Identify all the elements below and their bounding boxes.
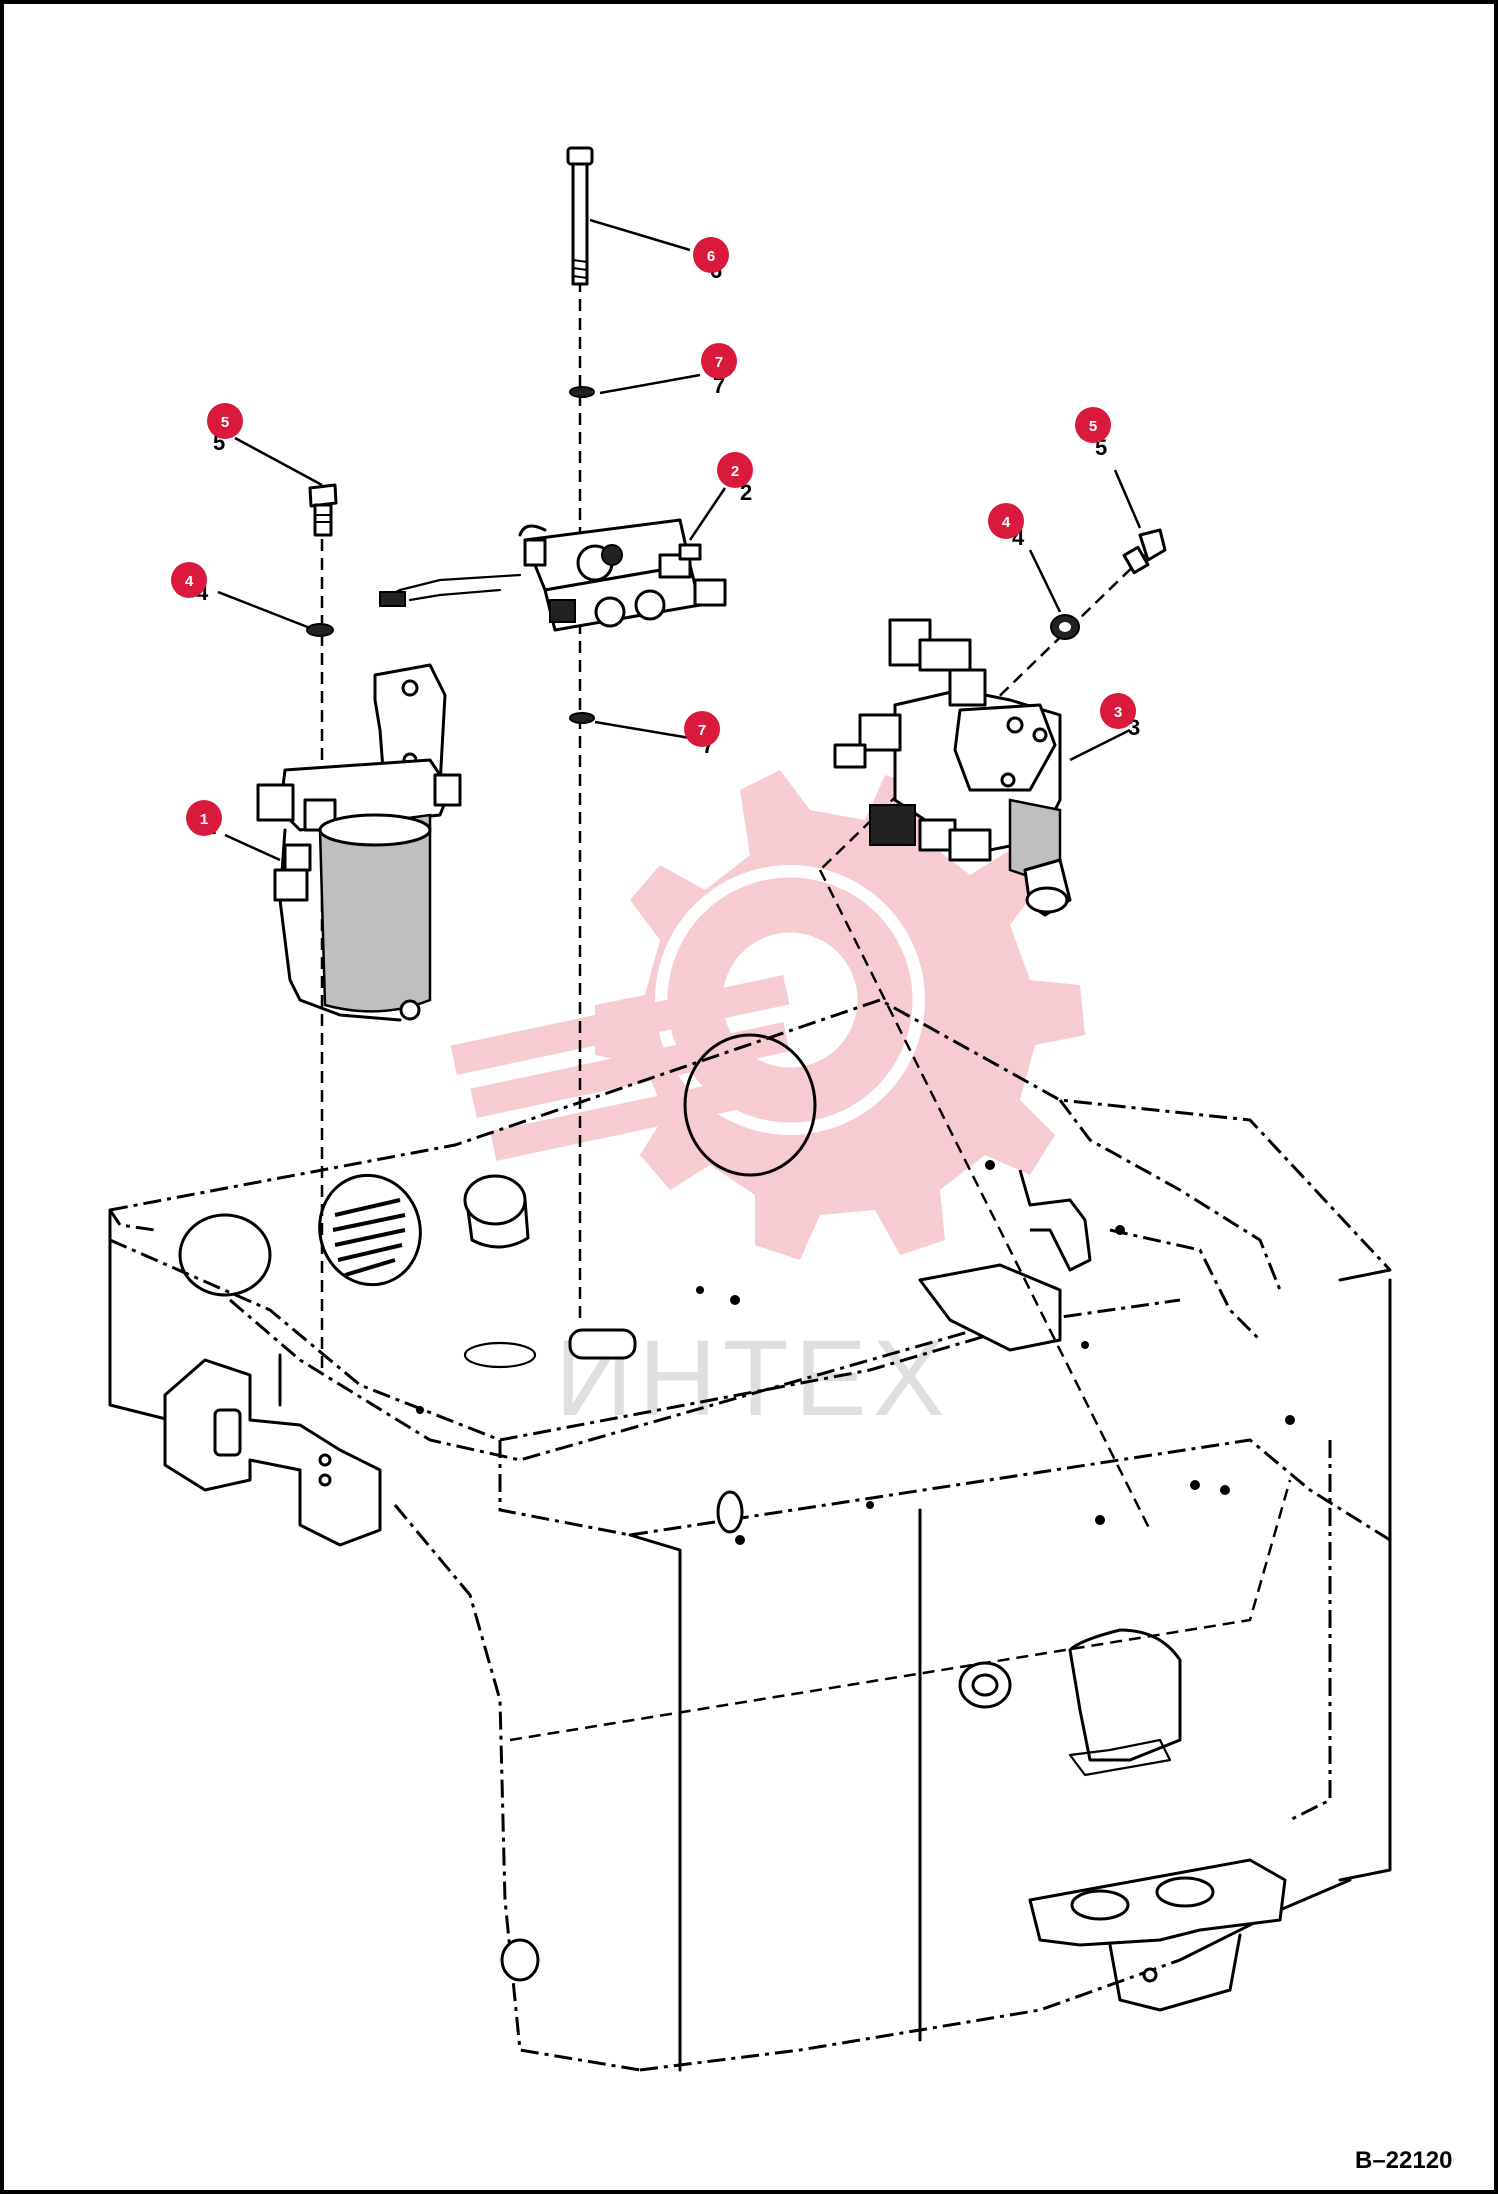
vent-grille xyxy=(318,1173,422,1287)
svg-text:3: 3 xyxy=(1114,704,1122,721)
frame-opening xyxy=(683,1033,817,1177)
bolt-right xyxy=(1122,528,1167,575)
svg-text:4: 4 xyxy=(1002,514,1011,531)
leader-lines xyxy=(217,218,1142,862)
washer-lower xyxy=(569,712,595,724)
left-mount-bracket xyxy=(163,1358,382,1547)
ghost-label: 2 xyxy=(740,480,752,505)
svg-text:6: 6 xyxy=(707,248,715,265)
callout-1[interactable]: 1 xyxy=(186,800,222,836)
svg-text:5: 5 xyxy=(221,414,229,431)
frame-boss xyxy=(463,1174,530,1249)
callout-4[interactable]: 4 xyxy=(171,562,207,598)
bolt-left xyxy=(308,483,338,537)
callouts: 6 7 5 2 5 4 4 7 xyxy=(171,237,1136,836)
washer-left xyxy=(306,623,334,637)
svg-text:7: 7 xyxy=(715,354,723,371)
callout-5[interactable]: 5 xyxy=(207,403,243,439)
svg-text:4: 4 xyxy=(185,573,194,590)
frame-slot xyxy=(568,1328,637,1360)
drawing-code: B–22120 xyxy=(1355,2147,1452,2174)
right-side-features xyxy=(416,1160,1295,2012)
svg-text:2: 2 xyxy=(731,463,739,480)
watermark-logo: ИНТЕХ xyxy=(450,770,1085,1438)
washer-upper xyxy=(569,386,595,398)
svg-text:7: 7 xyxy=(698,722,706,739)
callout-7[interactable]: 7 xyxy=(684,711,720,747)
callout-3[interactable]: 3 xyxy=(1100,693,1136,729)
callout-2[interactable]: 2 xyxy=(717,452,753,488)
callout-4[interactable]: 4 xyxy=(988,503,1024,539)
control-valve xyxy=(833,618,1072,917)
frame-hole-left xyxy=(178,1213,272,1297)
callout-5[interactable]: 5 xyxy=(1075,407,1111,443)
filter-assembly xyxy=(256,663,462,1022)
callout-6[interactable]: 6 xyxy=(693,237,729,273)
washer-right xyxy=(1050,614,1080,640)
callout-7[interactable]: 7 xyxy=(701,343,737,379)
ghost-label: 7 xyxy=(713,373,725,398)
svg-text:5: 5 xyxy=(1089,418,1097,435)
svg-text:1: 1 xyxy=(200,811,208,828)
long-bolt xyxy=(566,146,594,286)
solenoid-valve-block xyxy=(378,518,727,632)
chassis-frame xyxy=(108,998,1392,2072)
